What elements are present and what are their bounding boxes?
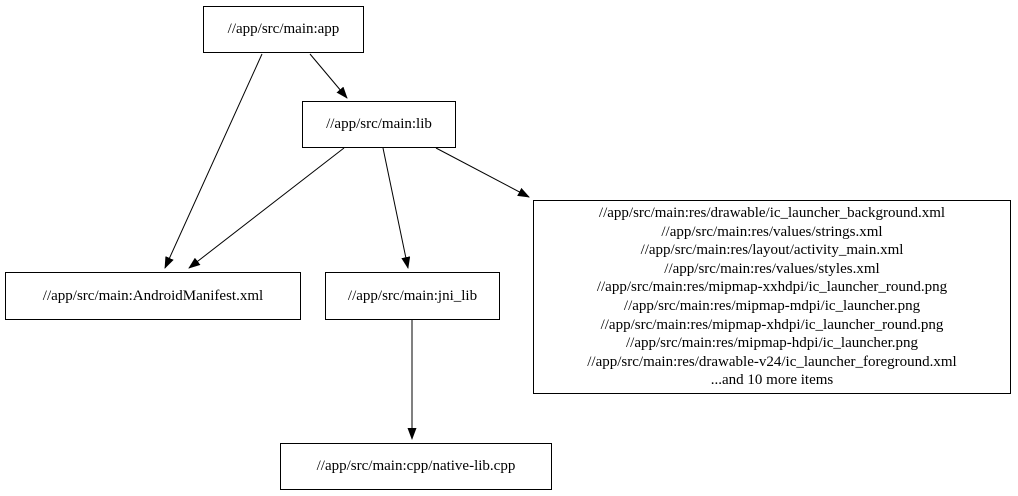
node-label-android-manifest: //app/src/main:AndroidManifest.xml bbox=[42, 287, 264, 304]
graph-node-android-manifest: //app/src/main:AndroidManifest.xml bbox=[5, 272, 301, 320]
graph-node-lib: //app/src/main:lib bbox=[302, 101, 456, 148]
edge-lib-to-res-group bbox=[435, 147, 530, 198]
node-label-app: //app/src/main:app bbox=[227, 21, 340, 37]
res-item: //app/src/main:res/drawable/ic_launcher_… bbox=[598, 205, 946, 222]
res-item: //app/src/main:res/mipmap-xxhdpi/ic_laun… bbox=[596, 279, 948, 296]
res-item: //app/src/main:res/layout/activity_main.… bbox=[640, 242, 904, 259]
res-item: //app/src/main:res/mipmap-hdpi/ic_launch… bbox=[625, 335, 918, 352]
res-more-items: ...and 10 more items bbox=[710, 372, 834, 389]
graph-node-res-group: //app/src/main:res/drawable/ic_launcher_… bbox=[533, 200, 1011, 394]
edge-app-to-manifest bbox=[164, 53, 263, 269]
edge-app-to-lib bbox=[309, 53, 348, 99]
node-label-jni-lib: //app/src/main:jni_lib bbox=[347, 287, 478, 304]
graph-node-native-lib: //app/src/main:cpp/native-lib.cpp bbox=[280, 443, 552, 490]
res-item: //app/src/main:res/drawable-v24/ic_launc… bbox=[587, 353, 957, 370]
graph-node-jni-lib: //app/src/main:jni_lib bbox=[325, 272, 500, 320]
graph-node-app: //app/src/main:app bbox=[203, 6, 364, 53]
res-item: //app/src/main:res/values/styles.xml bbox=[664, 260, 880, 277]
node-label-native-lib: //app/src/main:cpp/native-lib.cpp bbox=[316, 458, 516, 474]
node-label-lib: //app/src/main:lib bbox=[326, 116, 432, 132]
res-item: //app/src/main:res/mipmap-xhdpi/ic_launc… bbox=[600, 316, 944, 333]
edge-lib-to-manifest bbox=[188, 147, 345, 269]
edge-lib-to-jni-lib bbox=[382, 147, 411, 269]
res-item: //app/src/main:res/values/strings.xml bbox=[661, 223, 883, 240]
res-item: //app/src/main:res/mipmap-mdpi/ic_launch… bbox=[623, 298, 921, 314]
